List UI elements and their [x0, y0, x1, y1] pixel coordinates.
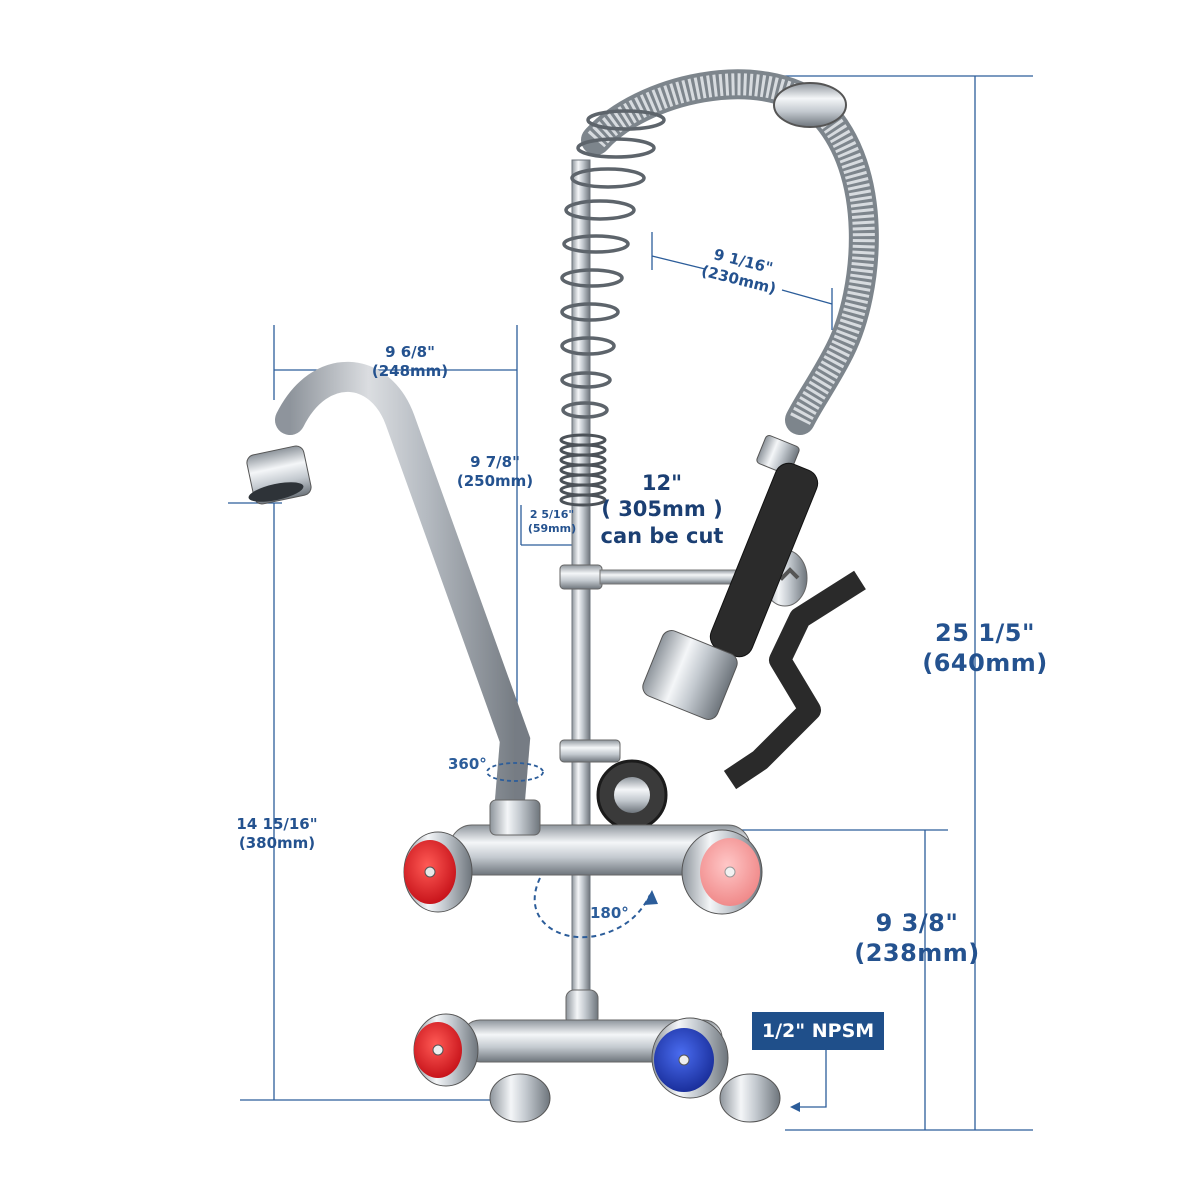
riser-length-label: 12" ( 305mm ) can be cut — [600, 471, 724, 548]
npsm-connection-badge: 1/2" NPSM — [752, 1012, 884, 1050]
squeeze-handle — [723, 570, 866, 790]
spout-rotation-arc — [486, 762, 544, 782]
hose-top-fitting — [773, 82, 847, 128]
spout-rotation-label: 360° — [448, 755, 487, 773]
riser-offset-label: 2 5/16" (59mm) — [527, 508, 577, 535]
center-height-label: 9 3/8" (238mm) — [854, 909, 980, 967]
bracket-clamp — [559, 564, 603, 590]
flex-hose — [587, 73, 875, 426]
spout-height-label: 9 7/8" (250mm) — [456, 453, 534, 490]
total-height-label: 25 1/5" (640mm) — [922, 619, 1048, 677]
spout-swivel-nut — [489, 799, 541, 836]
faucet-height-label: 14 15/16" (380mm) — [236, 815, 318, 852]
valve-rotation-arc — [533, 877, 651, 939]
npsm-pointer — [792, 1050, 827, 1108]
spray-valve-body — [642, 630, 738, 720]
aerator-outlet — [248, 482, 304, 502]
hose-line-a — [651, 255, 706, 270]
riser-pipe — [571, 159, 591, 1061]
dimension-lines — [228, 75, 1033, 1131]
npsm-pointer-arrow — [790, 1102, 800, 1112]
spout-reach-label: 9 6/8" (248mm) — [371, 343, 449, 380]
valve-rotation-label: 180° — [590, 904, 629, 922]
hose-line-b — [781, 289, 833, 305]
riser-collar — [559, 739, 621, 763]
left-wall-inlet — [489, 1073, 551, 1123]
spray-face-center — [614, 777, 650, 813]
right-wall-inlet — [719, 1073, 781, 1123]
gooseneck-spout — [275, 361, 531, 815]
spring-coil-dense — [559, 433, 607, 507]
pre-rinse-spring — [560, 109, 666, 419]
